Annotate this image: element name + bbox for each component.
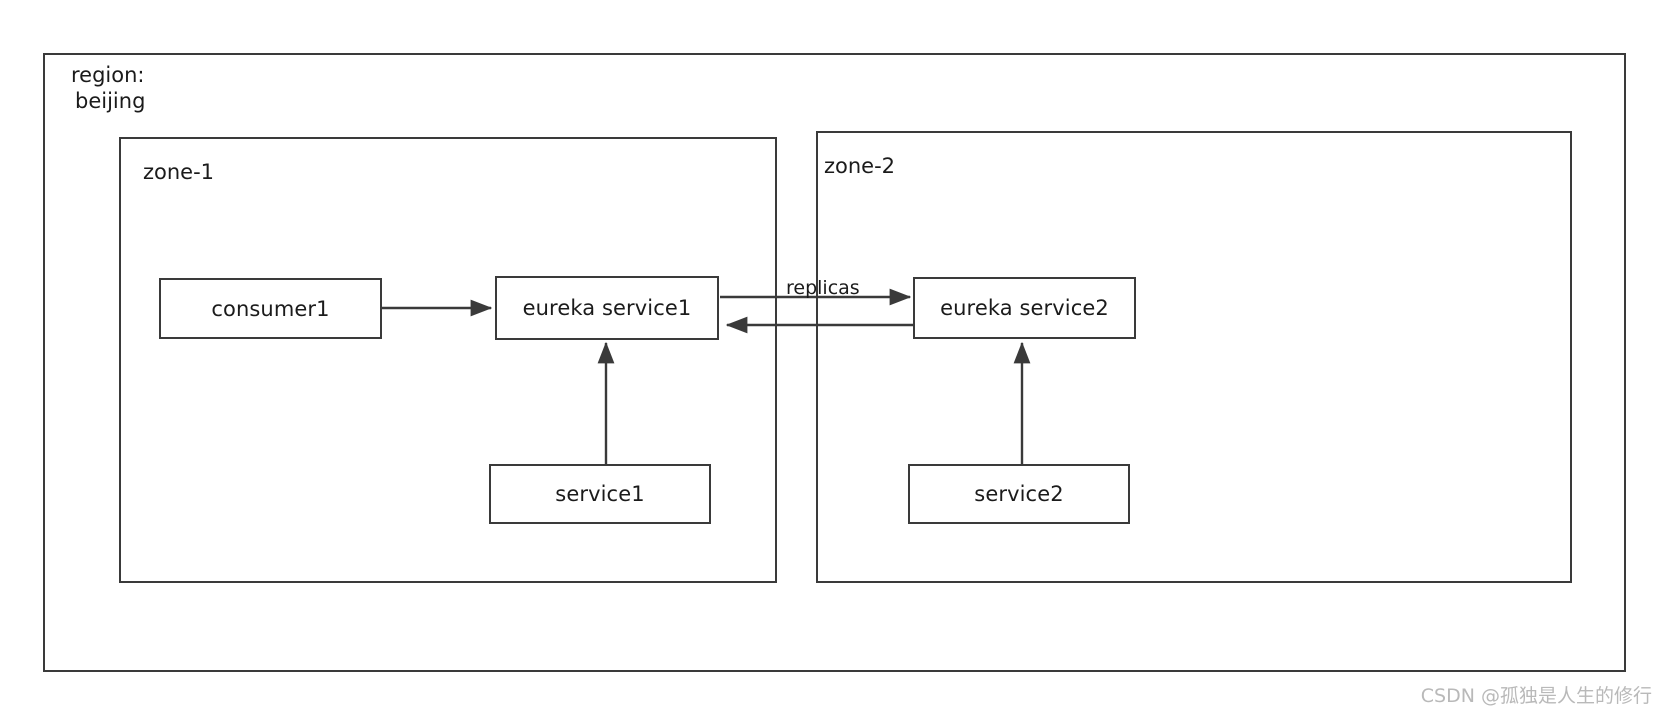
node-service1-label: service1 [555, 482, 645, 506]
region-label-line1: region: [71, 63, 145, 87]
zone-2-label: zone-2 [824, 154, 896, 178]
node-consumer1[interactable]: consumer1 [159, 278, 382, 339]
zone-1-container [119, 137, 777, 583]
region-label: region:beijing [71, 62, 145, 114]
zone-2-container [816, 131, 1572, 583]
watermark-text: CSDN @孤独是人生的修行 [1420, 685, 1652, 707]
node-service1[interactable]: service1 [489, 464, 711, 524]
node-consumer1-label: consumer1 [211, 296, 330, 321]
node-service2[interactable]: service2 [908, 464, 1130, 524]
node-service2-label: service2 [974, 482, 1064, 506]
node-eureka-service2-label: eureka service2 [940, 296, 1109, 320]
node-eureka-service1[interactable]: eureka service1 [495, 276, 719, 340]
node-eureka-service2[interactable]: eureka service2 [913, 277, 1136, 339]
region-container [43, 53, 1626, 672]
region-label-line2: beijing [75, 89, 146, 113]
zone-1-label: zone-1 [143, 160, 215, 184]
node-eureka-service1-label: eureka service1 [522, 296, 692, 320]
edge-label-replicas: replicas [786, 277, 860, 299]
